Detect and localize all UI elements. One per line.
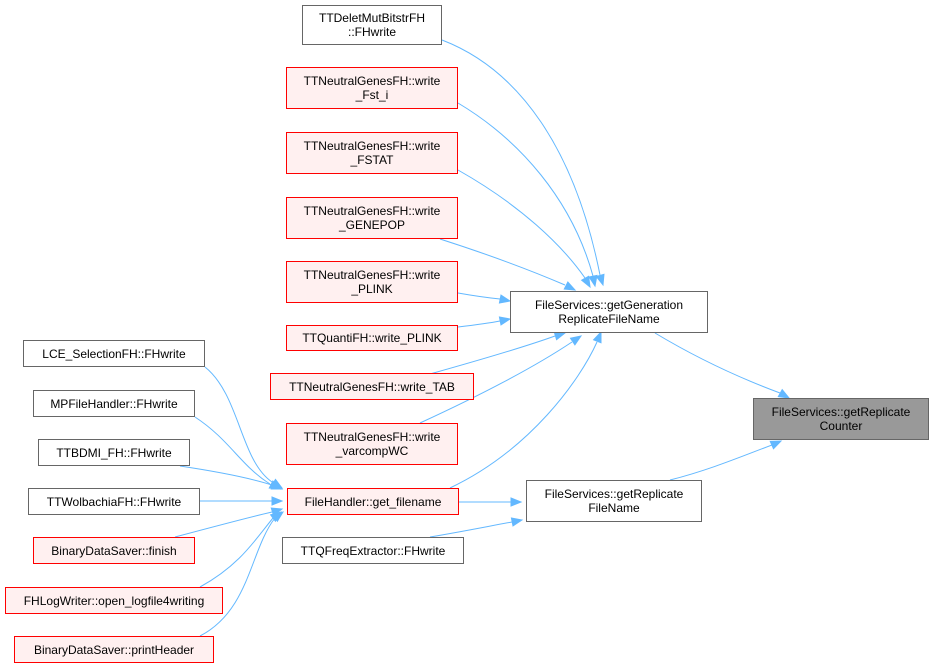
node-label-line: TTNeutralGenesFH::write: [303, 74, 441, 88]
node-ttbdmi-fh-fhwrite[interactable]: TTBDMI_FH::FHwrite: [38, 439, 190, 466]
edge-delet-to-gen: [441, 39, 601, 276]
edge-varcomp-to-gen: [419, 341, 573, 424]
node-label-line: MPFileHandler::FHwrite: [50, 396, 178, 411]
edge-genepop-to-gen-arrowhead: [563, 281, 577, 291]
node-ttdeletmutbitstrfh-fhwrite[interactable]: TTDeletMutBitstrFH ::FHwrite: [302, 5, 442, 45]
node-label-line: TTDeletMutBitstrFH: [318, 11, 425, 25]
node-label-line: FileServices::getReplicate: [544, 487, 684, 501]
node-label-line: TTQuantiFH::write_PLINK: [302, 331, 442, 345]
node-ttquantifh-write-plink[interactable]: TTQuantiFH::write_PLINK: [286, 325, 458, 351]
node-binarydatasaver-finish[interactable]: BinaryDataSaver::finish: [33, 537, 195, 564]
edge-tqf-to-rep-arrowhead: [510, 517, 524, 527]
edge-varcomp-to-gen-arrowhead: [569, 335, 583, 346]
edge-print-to-getfn: [199, 517, 276, 637]
node-fhlogwriter-open-logfile4writing[interactable]: FHLogWriter::open_logfile4writing: [5, 587, 223, 614]
edge-delet-to-gen-arrowhead: [595, 273, 605, 287]
node-label-line: FileName: [588, 501, 640, 515]
node-ttneutralgenesfh-write-fst-i[interactable]: TTNeutralGenesFH::write _Fst_i: [286, 67, 458, 109]
node-ttneutralgenesfh-write-plink[interactable]: TTNeutralGenesFH::write _PLINK: [286, 261, 458, 303]
edge-getfn-to-gen: [449, 341, 598, 489]
node-label-line: _varcompWC: [335, 444, 409, 458]
edge-getfn-to-rep-arrowhead: [510, 497, 523, 507]
node-label-line: FileHandler::get_filename: [304, 494, 442, 509]
edge-plink-to-gen-arrowhead: [498, 294, 512, 304]
edge-rep-to-counter: [669, 444, 773, 481]
node-label-line: TTNeutralGenesFH::write_TAB: [289, 379, 455, 394]
edge-bdmi-to-getfn-arrowhead: [270, 480, 284, 490]
node-label-line: ::FHwrite: [348, 25, 396, 39]
node-label-line: _GENEPOP: [338, 218, 406, 232]
node-label-line: LCE_SelectionFH::FHwrite: [42, 346, 186, 361]
node-label-line: Counter: [819, 419, 863, 433]
node-label-line: ReplicateFileName: [558, 312, 660, 326]
node-label-line: FHLogWriter::open_logfile4writing: [23, 593, 205, 608]
edge-finish-to-getfn: [174, 511, 273, 538]
edge-mp-to-getfn: [194, 416, 271, 485]
node-ttqfreqextractor-fhwrite[interactable]: TTQFreqExtractor::FHwrite: [282, 537, 464, 564]
edge-tab-to-gen-arrowhead: [553, 331, 567, 341]
node-label-line: TTWolbachiaFH::FHwrite: [46, 494, 182, 509]
node-label-line: FileServices::getGeneration: [534, 298, 684, 312]
node-label-line: _FSTAT: [350, 153, 394, 167]
edge-gen-to-counter-arrowhead: [777, 388, 791, 399]
edge-tab-to-gen: [429, 335, 556, 375]
node-label-line: FileServices::getReplicate: [771, 405, 911, 419]
edge-fstat-to-gen: [457, 169, 586, 279]
node-fileservices-getreplicatefilename[interactable]: FileServices::getReplicate FileName: [526, 480, 702, 522]
node-binarydatasaver-printheader[interactable]: BinaryDataSaver::printHeader: [14, 636, 214, 663]
edge-quanti-to-gen-arrowhead: [498, 316, 512, 326]
node-label-line: TTNeutralGenesFH::write: [303, 204, 441, 218]
node-ttneutralgenesfh-write-tab[interactable]: TTNeutralGenesFH::write_TAB: [270, 373, 474, 400]
edge-fstat-to-gen-arrowhead: [580, 275, 591, 289]
node-label-line: TTQFreqExtractor::FHwrite: [300, 543, 446, 558]
node-ttneutralgenesfh-write-fstat[interactable]: TTNeutralGenesFH::write _FSTAT: [286, 132, 458, 174]
edge-getfn-to-gen-arrowhead: [592, 330, 602, 344]
edge-fst-to-gen-arrowhead: [588, 274, 598, 288]
node-label-line: _Fst_i: [355, 88, 389, 102]
node-fileservices-getreplicatecounter: FileServices::getReplicate Counter: [753, 398, 929, 440]
node-ttneutralgenesfh-write-varcompwc[interactable]: TTNeutralGenesFH::write _varcompWC: [286, 423, 458, 465]
edge-fst-to-gen: [457, 102, 594, 277]
node-ttneutralgenesfh-write-genepop[interactable]: TTNeutralGenesFH::write _GENEPOP: [286, 197, 458, 239]
node-label-line: BinaryDataSaver::printHeader: [33, 642, 195, 657]
edge-bdmi-to-getfn: [179, 465, 273, 486]
edge-lce-to-getfn: [204, 366, 273, 483]
node-label-line: _PLINK: [351, 282, 393, 296]
edge-print-to-getfn-arrowhead: [271, 511, 285, 523]
node-label-line: BinaryDataSaver::finish: [51, 543, 177, 558]
edge-log-to-getfn: [199, 517, 274, 588]
node-ttwolbachiafh-fhwrite[interactable]: TTWolbachiaFH::FHwrite: [28, 488, 200, 515]
node-label-line: TTNeutralGenesFH::write: [303, 430, 441, 444]
node-filehandler-get-filename[interactable]: FileHandler::get_filename: [287, 488, 459, 515]
node-fileservices-getgenerationreplicatefilename[interactable]: FileServices::getGeneration ReplicateFil…: [510, 291, 708, 333]
edge-quanti-to-gen: [457, 320, 501, 328]
node-label-line: TTBDMI_FH::FHwrite: [56, 445, 172, 460]
edge-rep-to-counter-arrowhead: [769, 440, 783, 450]
node-mpfilehandler-fhwrite[interactable]: MPFileHandler::FHwrite: [33, 390, 195, 417]
edge-plink-to-gen: [457, 292, 501, 300]
edge-gen-to-counter: [654, 332, 781, 394]
node-label-line: TTNeutralGenesFH::write: [303, 268, 441, 282]
edge-wol-to-getfn-arrowhead: [271, 496, 284, 506]
edge-tqf-to-rep: [429, 521, 513, 538]
edge-genepop-to-gen: [439, 238, 566, 286]
node-label-line: TTNeutralGenesFH::write: [303, 139, 441, 153]
node-lce-selectionfh-fhwrite[interactable]: LCE_SelectionFH::FHwrite: [23, 340, 205, 367]
